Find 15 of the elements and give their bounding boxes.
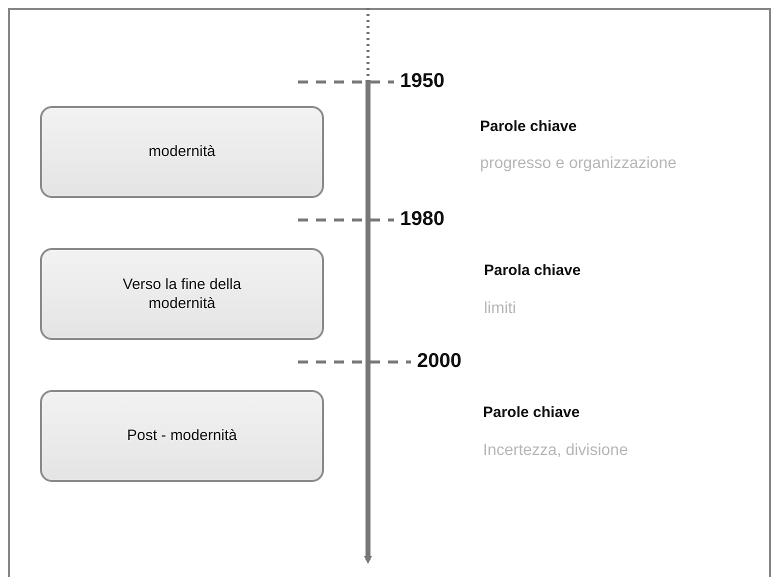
year-label: 1950	[400, 70, 444, 93]
period-label: Verso la fine della modernità	[122, 274, 242, 314]
year-label: 1980	[400, 208, 444, 231]
period-box	[40, 390, 324, 482]
keyword-text: limiti	[484, 300, 516, 318]
keyword-heading: Parole chiave	[480, 118, 577, 135]
keyword-text: Incertezza, divisione	[483, 442, 628, 460]
keyword-heading: Parola chiave	[484, 262, 581, 279]
period-label: Post - modernità	[126, 426, 238, 446]
keyword-heading: Parole chiave	[483, 404, 580, 421]
year-label: 2000	[417, 350, 462, 373]
period-label: modernità	[148, 142, 216, 162]
period-box	[40, 248, 324, 340]
period-box	[40, 106, 324, 198]
keyword-text: progresso e organizzazione	[480, 155, 677, 173]
